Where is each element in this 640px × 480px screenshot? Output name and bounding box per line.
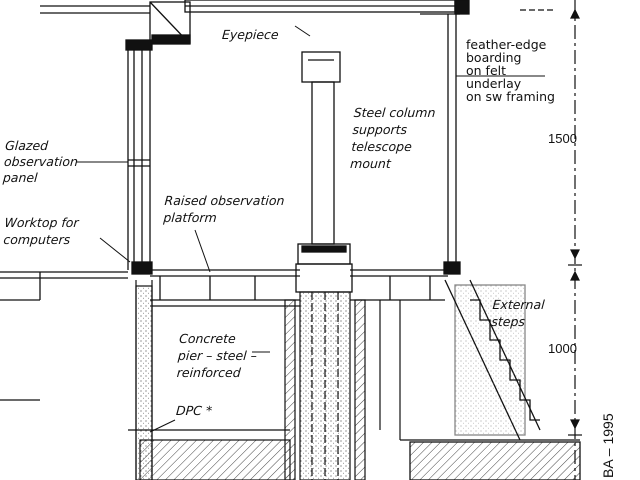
right-wall	[443, 14, 461, 275]
feather-edge-label: feather-edge boarding on felt underlay o…	[466, 38, 555, 103]
concrete-pier	[284, 291, 401, 480]
steel-column-label: Steel column supports telescope mount	[350, 104, 436, 172]
eyepiece-label: Eyepiece	[221, 27, 280, 42]
feather-edge-line-4: underlay	[466, 76, 522, 91]
concrete-pier-line-1: Concrete	[178, 331, 237, 346]
raised-platform-line-2: platform	[162, 210, 218, 225]
glazed-panel-line-3: panel	[2, 170, 39, 185]
steel-column-line-4: mount	[349, 156, 392, 171]
raised-platform-label: Raised observation platform	[163, 192, 285, 226]
worktop-label: Worktop for computers	[3, 214, 79, 248]
roof-eaves	[40, 0, 555, 45]
glazed-panel-label: Glazed observation panel	[2, 138, 79, 186]
external-steps-line-1: External	[492, 297, 546, 312]
leader-lines	[76, 25, 545, 433]
external-steps-line-2: steps	[490, 314, 526, 329]
glazed-panel-line-2: observation	[3, 154, 79, 169]
dpc-label: DPC *	[175, 403, 213, 418]
dimension-line	[568, 0, 582, 480]
left-wall	[125, 39, 153, 275]
concrete-pier-line-2: pier – steel –	[177, 348, 258, 363]
floor-platform	[0, 269, 448, 307]
steel-column-line-1: Steel column	[353, 105, 436, 120]
worktop-line-1: Worktop for	[4, 215, 80, 230]
external-steps-label: External steps	[491, 296, 545, 330]
glazed-panel-line-1: Glazed	[4, 138, 49, 153]
dimension-1500: 1500	[548, 131, 577, 146]
steel-column-line-3: telescope	[350, 139, 413, 154]
left-foundation	[0, 280, 291, 480]
external-steps	[400, 279, 581, 480]
steel-column-line-2: supports	[352, 122, 408, 137]
feather-edge-line-1: feather-edge	[466, 37, 547, 52]
concrete-pier-line-3: reinforced	[176, 365, 242, 380]
dimension-1000: 1000	[548, 341, 577, 356]
concrete-pier-label: Concrete pier – steel – reinforced	[176, 330, 259, 381]
drawing-credit: BA – 1995	[600, 413, 616, 478]
worktop-line-2: computers	[2, 232, 71, 247]
steel-column	[295, 51, 353, 293]
feather-edge-line-3: on felt	[466, 63, 507, 78]
feather-edge-line-5: on sw framing	[466, 89, 555, 104]
raised-platform-line-1: Raised observation	[164, 193, 285, 208]
feather-edge-line-2: boarding	[466, 50, 522, 65]
